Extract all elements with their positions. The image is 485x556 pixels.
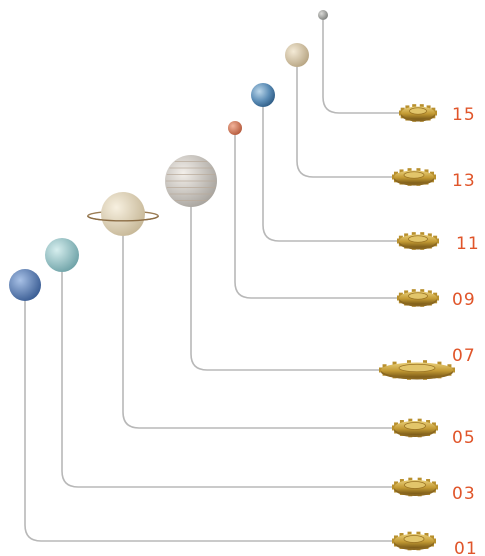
- gear-icon: [397, 232, 439, 250]
- venus-icon: [285, 43, 309, 67]
- gear-icon: [392, 168, 436, 186]
- model-number-label: 01: [454, 539, 478, 556]
- jupiter-icon: [165, 155, 217, 207]
- gear-icon: [397, 289, 439, 307]
- orrery-arm: [61, 272, 398, 488]
- model-number-label: 03: [452, 484, 476, 504]
- model-number-label: 13: [452, 171, 476, 191]
- gear-icon: [392, 531, 436, 551]
- saturn-icon: [87, 192, 159, 236]
- model-number-label: 07: [452, 346, 476, 366]
- orrery-arm: [122, 236, 398, 429]
- model-number-label: 15: [452, 105, 476, 125]
- orrery-arm: [296, 67, 398, 178]
- orrery-arm: [262, 107, 403, 242]
- model-number-label: 09: [452, 290, 476, 310]
- uranus-icon: [45, 238, 79, 272]
- neptune-icon: [9, 269, 41, 301]
- gear-icon: [399, 104, 437, 122]
- orrery-arm: [24, 301, 398, 542]
- mercury-icon: [318, 10, 328, 20]
- gear-icon: [379, 360, 455, 380]
- orrery-arm: [190, 207, 385, 371]
- earth-icon: [251, 83, 275, 107]
- orrery-arm: [322, 20, 405, 114]
- model-number-label: 11: [456, 234, 480, 254]
- gear-icon: [392, 477, 438, 497]
- orrery-arm: [234, 135, 403, 299]
- mars-icon: [228, 121, 242, 135]
- gear-icon: [392, 418, 438, 438]
- model-number-label: 05: [452, 428, 476, 448]
